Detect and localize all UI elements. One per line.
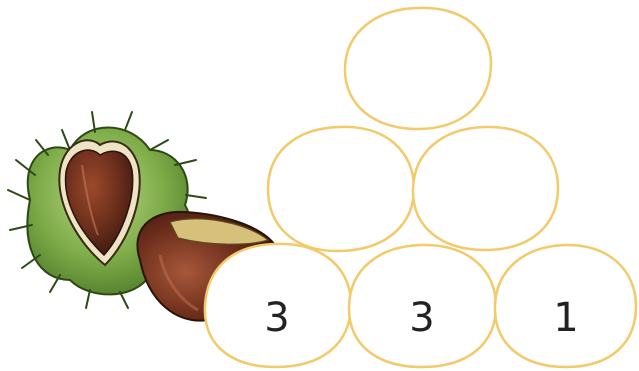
pyramid-row-bottom: 3 3 1 bbox=[205, 244, 636, 367]
pyramid-row-middle bbox=[268, 127, 558, 251]
pyramid-cell[interactable] bbox=[268, 127, 414, 251]
pyramid-row-top bbox=[345, 8, 491, 129]
pyramid-cell[interactable] bbox=[413, 127, 558, 250]
pyramid-cell-value: 1 bbox=[553, 295, 578, 341]
pyramid-cell[interactable] bbox=[345, 8, 491, 129]
pyramid-stone bbox=[413, 127, 558, 250]
pyramid-stone bbox=[268, 127, 414, 251]
pyramid-cell[interactable]: 3 bbox=[205, 244, 351, 367]
pyramid-stone bbox=[345, 8, 491, 129]
pyramid-cell[interactable]: 3 bbox=[349, 245, 496, 367]
pyramid-cell-value: 3 bbox=[409, 295, 434, 341]
number-pyramid: 3 3 1 bbox=[205, 8, 636, 367]
pyramid-cell-value: 3 bbox=[264, 295, 289, 341]
pyramid-cell[interactable]: 1 bbox=[495, 245, 636, 367]
